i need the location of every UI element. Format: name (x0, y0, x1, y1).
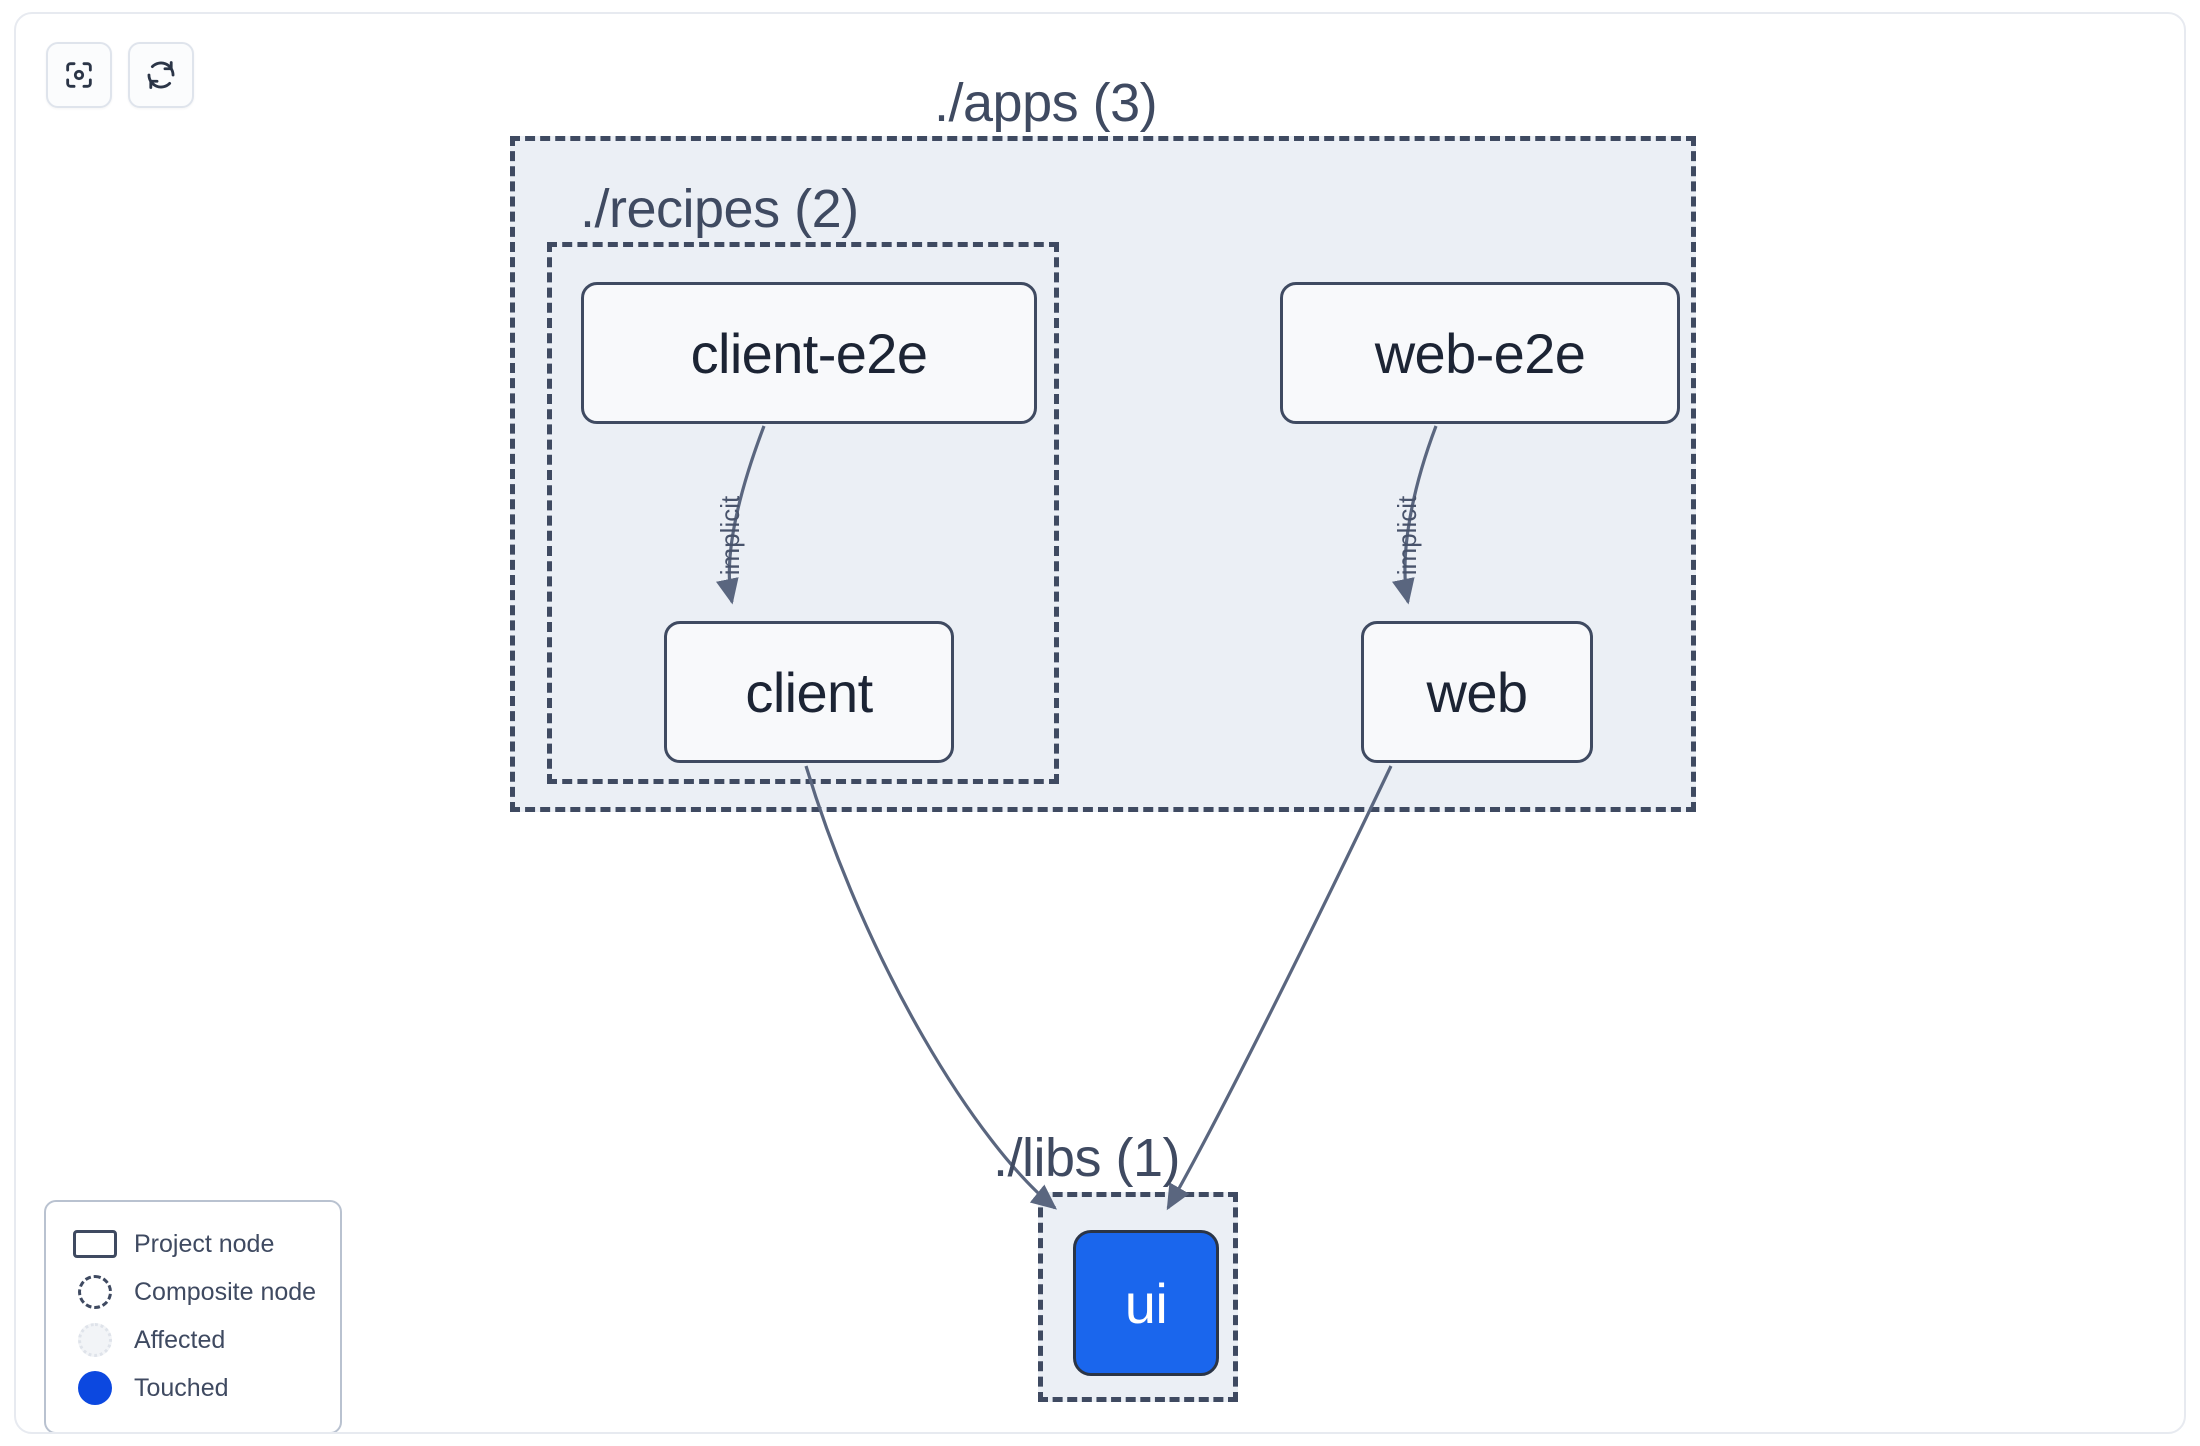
project-node-client-e2e[interactable]: client-e2e (581, 282, 1037, 424)
legend-label-affected: Affected (134, 1325, 226, 1354)
edge-client-e2e-to-client[interactable] (716, 425, 766, 605)
group-label-recipes: ./recipes (2) (580, 179, 859, 239)
graph-edges-layer (716, 425, 1438, 1211)
legend-label-composite-node: Composite node (134, 1277, 317, 1306)
legend-label-touched: Touched (134, 1373, 229, 1402)
project-node-web[interactable]: web (1361, 621, 1593, 763)
group-label-apps: ./apps (3) (934, 73, 1158, 133)
legend-item-affected: Affected (68, 1316, 320, 1364)
project-node-client[interactable]: client (664, 621, 954, 763)
edge-label-implicit-web: implicit (1392, 495, 1423, 576)
edge-web-to-ui[interactable] (1166, 765, 1393, 1211)
graph-canvas[interactable]: ./apps (3) ./recipes (2) ./libs (1) impl… (14, 12, 2186, 1434)
legend-item-touched: Touched (68, 1364, 320, 1412)
affected-swatch-icon (68, 1323, 122, 1357)
graph-toolbar (46, 42, 194, 108)
refresh-graph-button[interactable] (128, 42, 194, 108)
project-node-swatch-icon (68, 1230, 122, 1258)
refresh-sync-icon (144, 58, 178, 92)
legend-item-composite-node: Composite node (68, 1268, 320, 1316)
focus-graph-button[interactable] (46, 42, 112, 108)
legend-item-project-node: Project node (68, 1220, 320, 1268)
composite-node-swatch-icon (68, 1275, 122, 1309)
graph-legend: Project node Composite node Affected Tou… (44, 1200, 342, 1432)
focus-target-icon (62, 58, 96, 92)
touched-swatch-icon (68, 1371, 122, 1405)
project-node-ui[interactable]: ui (1073, 1230, 1219, 1376)
edge-web-e2e-to-web[interactable] (1392, 425, 1438, 605)
legend-label-project-node: Project node (134, 1229, 275, 1258)
group-label-libs: ./libs (1) (993, 1128, 1181, 1188)
edge-client-to-ui[interactable] (804, 765, 1057, 1210)
edge-label-implicit-client: implicit (715, 495, 746, 576)
project-node-web-e2e[interactable]: web-e2e (1280, 282, 1680, 424)
